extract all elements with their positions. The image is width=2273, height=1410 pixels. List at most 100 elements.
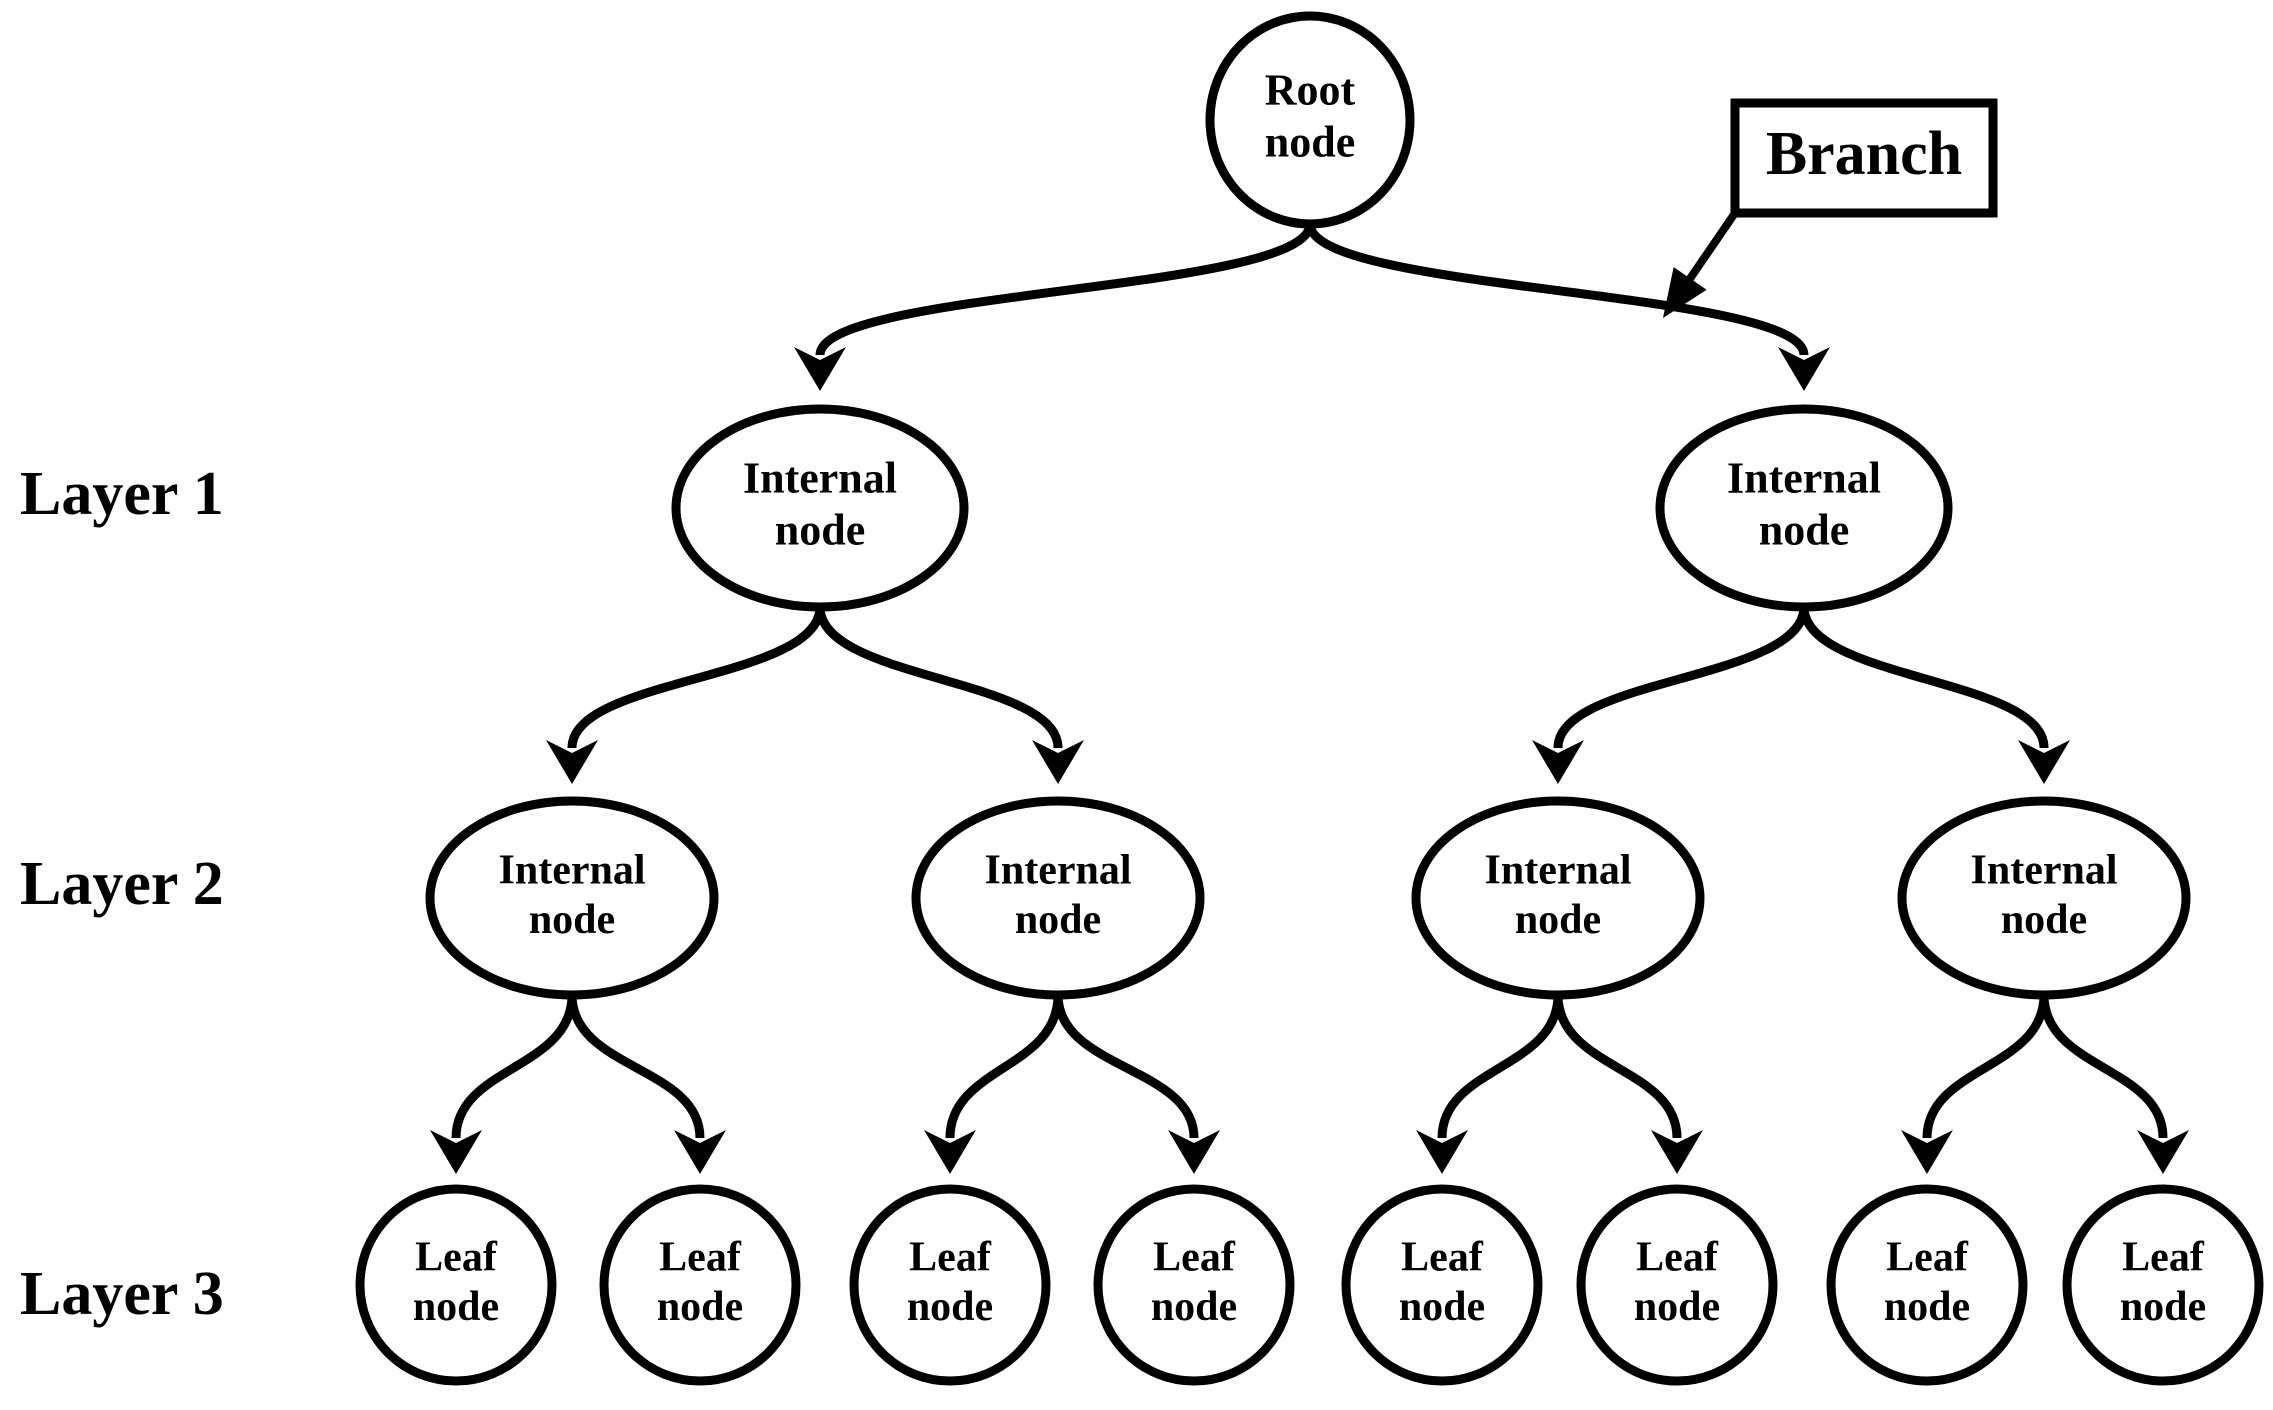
node-label-line2: node bbox=[1015, 897, 1101, 943]
node-shape-l3-7 bbox=[1826, 1184, 2028, 1386]
arrowhead-l3-6-icon bbox=[1651, 1130, 1703, 1174]
node-label-line2: node bbox=[775, 505, 865, 554]
edge-l1-a-to-l2-a bbox=[567, 606, 825, 749]
node-label-line1: Internal bbox=[1727, 454, 1881, 503]
node-label-line1: Internal bbox=[985, 847, 1132, 893]
node-label-line2: node bbox=[1884, 1284, 1970, 1330]
node-shape-l3-3 bbox=[849, 1184, 1051, 1386]
node-label-line2: node bbox=[1515, 897, 1601, 943]
node-label-line2: node bbox=[1634, 1284, 1720, 1330]
arrowhead-l2-b-icon bbox=[1032, 740, 1084, 784]
edge-l1-a-to-l2-b bbox=[815, 606, 1063, 749]
edge-l1-b-to-l2-c bbox=[1553, 606, 1809, 749]
node-label-line2: node bbox=[1399, 1284, 1485, 1330]
node-shape-l3-2 bbox=[599, 1184, 801, 1386]
node-shape-l2-d bbox=[1897, 796, 2191, 1000]
node-shape-l2-c bbox=[1411, 796, 1705, 1000]
arrowhead-l3-8-icon bbox=[2137, 1130, 2189, 1174]
edge-root-to-l1-b bbox=[1305, 222, 1809, 357]
edge-l2-d-to-l3-7 bbox=[1922, 994, 2049, 1139]
edge-root-to-l1-a bbox=[815, 222, 1315, 357]
node-label-line2: node bbox=[413, 1284, 499, 1330]
edge-l2-d-to-l3-8 bbox=[2039, 994, 2168, 1139]
node-shape-l2-b bbox=[911, 796, 1205, 1000]
arrowhead-l3-7-icon bbox=[1901, 1130, 1953, 1174]
node-shape-l3-1 bbox=[355, 1184, 557, 1386]
node-label-line1: Internal bbox=[1485, 847, 1632, 893]
edge-l1-b-to-l2-d bbox=[1799, 606, 2049, 749]
node-label-line1: Leaf bbox=[1886, 1234, 1969, 1280]
node-shape-l1-a bbox=[671, 404, 969, 612]
arrowhead-l3-4-icon bbox=[1168, 1130, 1220, 1174]
node-label-line1: Root bbox=[1265, 66, 1356, 115]
arrowhead-l3-2-icon bbox=[674, 1130, 726, 1174]
node-label-line2: node bbox=[2120, 1284, 2206, 1330]
node-label-line2: node bbox=[907, 1284, 993, 1330]
node-label-line2: node bbox=[657, 1284, 743, 1330]
arrowhead-l2-a-icon bbox=[546, 740, 598, 784]
node-label-line1: Internal bbox=[1971, 847, 2118, 893]
node-shape-root bbox=[1205, 11, 1415, 229]
edge-l2-b-to-l3-3 bbox=[945, 994, 1063, 1139]
node-shape-l1-b bbox=[1655, 404, 1953, 612]
node-label-line1: Leaf bbox=[909, 1234, 992, 1280]
branch-arrow-icon bbox=[1663, 267, 1707, 318]
node-label-line2: node bbox=[2001, 897, 2087, 943]
branch-callout-group: Branch bbox=[1663, 98, 1998, 318]
arrowhead-l2-d-icon bbox=[2018, 740, 2070, 784]
node-label-line2: node bbox=[529, 897, 615, 943]
node-label-line1: Leaf bbox=[1636, 1234, 1719, 1280]
layer-label-2: Layer 2 bbox=[20, 850, 224, 918]
node-label-line1: Leaf bbox=[1401, 1234, 1484, 1280]
node-shape-l3-4 bbox=[1093, 1184, 1295, 1386]
node-label-line2: node bbox=[1759, 505, 1849, 554]
node-label-line1: Leaf bbox=[415, 1234, 498, 1280]
arrowhead-l1-b-icon bbox=[1778, 347, 1830, 391]
edge-l2-a-to-l3-1 bbox=[451, 994, 577, 1139]
arrowhead-l3-5-icon bbox=[1416, 1130, 1468, 1174]
node-shape-l3-5 bbox=[1341, 1184, 1543, 1386]
branch-callout-label: Branch bbox=[1766, 120, 1962, 188]
arrowhead-l3-3-icon bbox=[924, 1130, 976, 1174]
node-label-line1: Leaf bbox=[2122, 1234, 2205, 1280]
arrowhead-l2-c-icon bbox=[1532, 740, 1584, 784]
layer-label-1: Layer 1 bbox=[20, 460, 224, 528]
branch-leader-line bbox=[1683, 210, 1739, 286]
node-label-line1: Leaf bbox=[1153, 1234, 1236, 1280]
node-shape-l2-a bbox=[425, 796, 719, 1000]
edge-l2-b-to-l3-4 bbox=[1053, 994, 1199, 1139]
arrowhead-l1-a-icon bbox=[794, 347, 846, 391]
